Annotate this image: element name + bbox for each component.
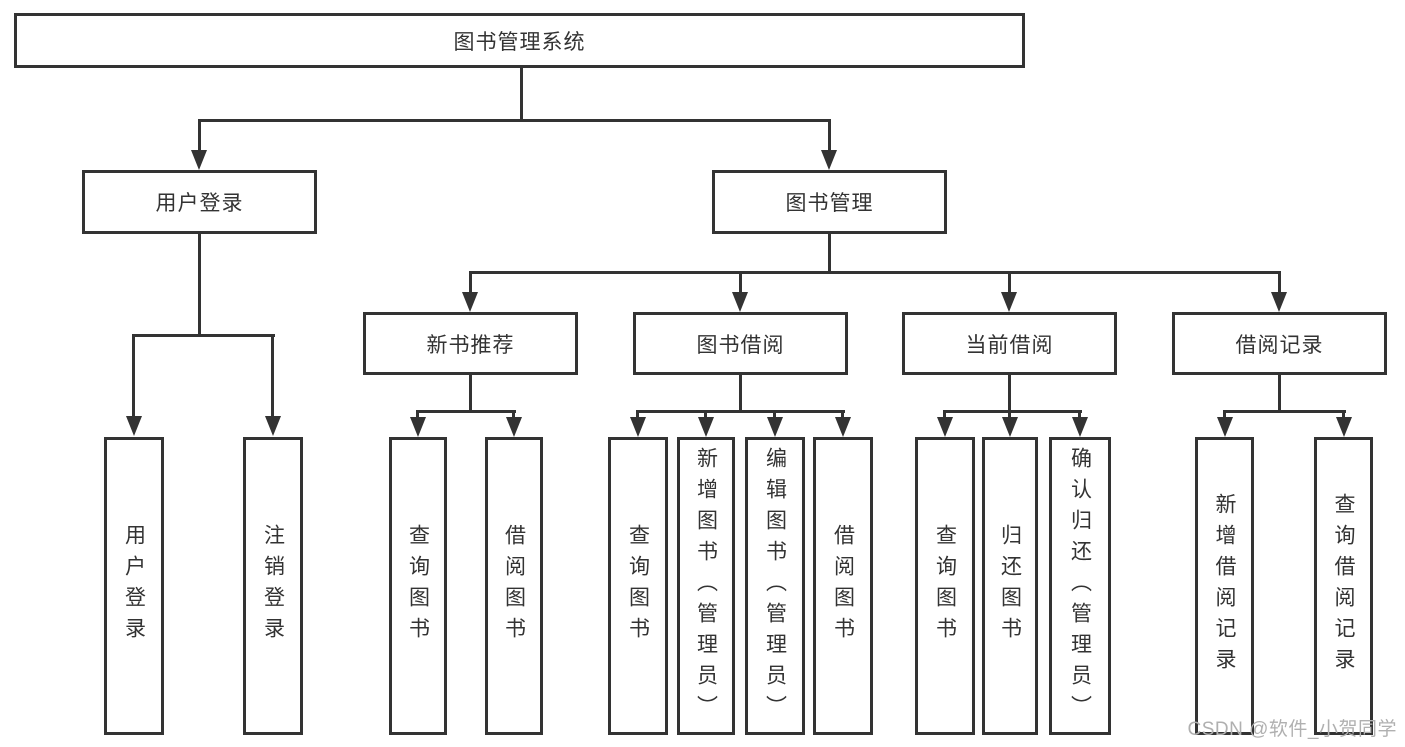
connector-root-trunk (520, 68, 523, 120)
node-new-book-recommend: 新书推荐 (363, 312, 578, 375)
leaf-confirm-return-admin: 确认归还（管理员） (1049, 437, 1111, 735)
connector-currentborrow-bar (943, 410, 1082, 413)
leaf-borrow-books-borrowing: 借阅图书 (813, 437, 873, 735)
node-user-login-group: 用户登录 (82, 170, 317, 234)
node-book-management-group: 图书管理 (712, 170, 947, 234)
arrowhead-down-icon (1002, 417, 1018, 437)
connector-newbooks-trunk (469, 375, 472, 413)
connector-root-bar (198, 119, 831, 122)
leaf-add-borrow-record: 新增借阅记录 (1195, 437, 1254, 735)
arrowhead-down-icon (1217, 417, 1233, 437)
connector-mgmt-trunk (828, 234, 831, 274)
arrowhead-down-icon (1336, 417, 1352, 437)
arrowhead-down-icon (732, 292, 748, 312)
arrowhead-down-icon (821, 150, 837, 170)
arrowhead-down-icon (698, 417, 714, 437)
arrowhead-down-icon (835, 417, 851, 437)
node-book-borrowing: 图书借阅 (633, 312, 848, 375)
connector-drop (1078, 410, 1081, 419)
connector-logout-drop (271, 334, 274, 417)
arrowhead-down-icon (630, 417, 646, 437)
connector-drop (512, 410, 515, 419)
connector-currentborrow-drop (1008, 271, 1011, 294)
leaf-logout: 注销登录 (243, 437, 303, 735)
arrowhead-down-icon (126, 416, 142, 436)
csdn-watermark: CSDN @软件_小贺同学 (1187, 719, 1397, 740)
arrowhead-down-icon (767, 417, 783, 437)
arrowhead-down-icon (1001, 292, 1017, 312)
connector-drop (1223, 410, 1226, 419)
leaf-query-books-current: 查询图书 (915, 437, 975, 735)
leaf-query-books-recommend: 查询图书 (389, 437, 447, 735)
connector-drop (841, 410, 844, 419)
node-library-management-system: 图书管理系统 (14, 13, 1025, 68)
leaf-edit-books-admin: 编辑图书（管理员） (745, 437, 805, 735)
connector-borrowrecords-trunk (1278, 375, 1281, 413)
leaf-user-login: 用户登录 (104, 437, 164, 735)
arrowhead-down-icon (1072, 417, 1088, 437)
connector-drop (416, 410, 419, 419)
connector-login-trunk (198, 234, 201, 337)
leaf-add-books-admin: 新增图书（管理员） (677, 437, 735, 735)
connector-root-right-drop (828, 119, 831, 152)
connector-login-bar (132, 334, 275, 337)
connector-bookborrow-trunk (739, 375, 742, 413)
connector-newbooks-drop (469, 271, 472, 294)
connector-drop (704, 410, 707, 419)
leaf-query-books-borrowing: 查询图书 (608, 437, 668, 735)
connector-bookborrow-bar (636, 410, 845, 413)
connector-newbooks-bar (416, 410, 516, 413)
connector-drop (636, 410, 639, 419)
connector-drop (1342, 410, 1345, 419)
arrowhead-down-icon (265, 416, 281, 436)
connector-mgmt-bar (469, 271, 1281, 274)
connector-currentborrow-trunk (1008, 375, 1011, 413)
leaf-return-books: 归还图书 (982, 437, 1038, 735)
arrowhead-down-icon (410, 417, 426, 437)
connector-drop (943, 410, 946, 419)
connector-drop (1008, 410, 1011, 419)
connector-drop (773, 410, 776, 419)
connector-root-left-drop (198, 119, 201, 152)
connector-borrowrecords-bar (1223, 410, 1346, 413)
leaf-borrow-books-recommend: 借阅图书 (485, 437, 543, 735)
arrowhead-down-icon (191, 150, 207, 170)
connector-borrowrecords-drop (1278, 271, 1281, 294)
connector-login-drop (132, 334, 135, 417)
arrowhead-down-icon (462, 292, 478, 312)
arrowhead-down-icon (1271, 292, 1287, 312)
connector-bookborrow-drop (739, 271, 742, 294)
arrowhead-down-icon (506, 417, 522, 437)
arrowhead-down-icon (937, 417, 953, 437)
node-current-borrowing: 当前借阅 (902, 312, 1117, 375)
leaf-query-borrow-record: 查询借阅记录 (1314, 437, 1373, 735)
node-borrowing-records: 借阅记录 (1172, 312, 1387, 375)
